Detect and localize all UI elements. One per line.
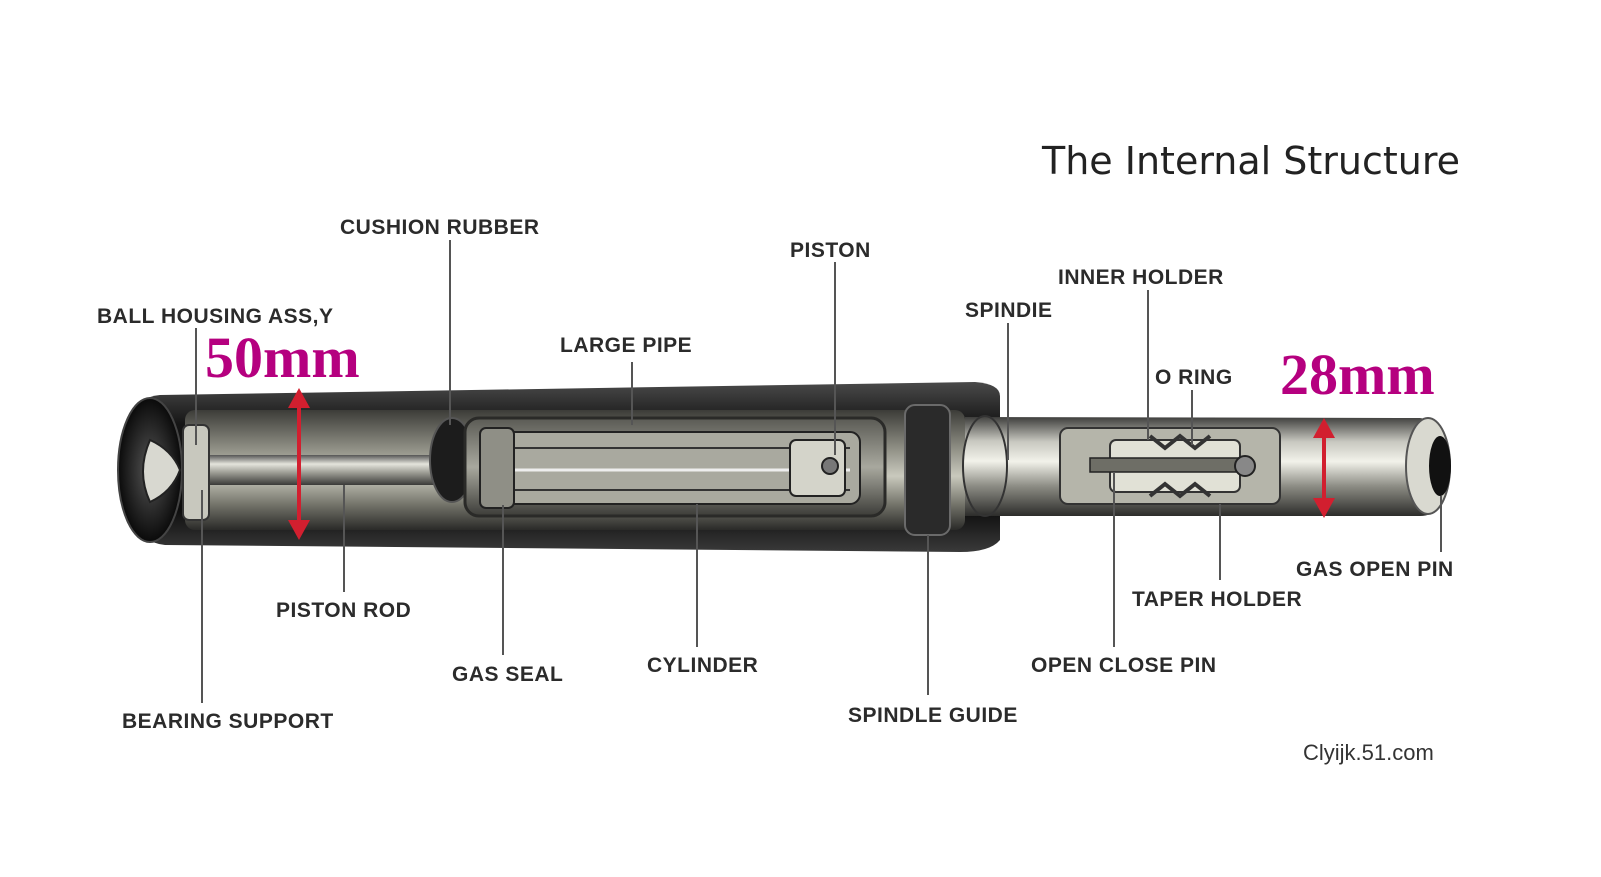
label-gas-seal: GAS SEAL xyxy=(452,663,563,686)
label-taper-holder: TAPER HOLDER xyxy=(1132,588,1302,611)
holder-bolt xyxy=(1234,455,1256,477)
label-large-pipe: LARGE PIPE xyxy=(560,334,692,357)
gas-seal xyxy=(479,427,515,509)
piston-bolt xyxy=(821,457,839,475)
spindle-guide-ring xyxy=(904,404,951,536)
label-spindle-guide: SPINDLE GUIDE xyxy=(848,704,1018,727)
dimension-arrow-small xyxy=(1313,418,1335,518)
label-ball-housing: BALL HOUSING ASS,Y xyxy=(97,305,334,328)
gas-open-pin xyxy=(1429,436,1451,496)
leader-lines xyxy=(195,240,1442,703)
o-ring-lower xyxy=(1148,481,1212,499)
label-open-close-pin: OPEN CLOSE PIN xyxy=(1031,654,1217,677)
o-ring xyxy=(1148,433,1212,451)
dimension-arrow-large xyxy=(288,388,310,540)
label-bearing-support: BEARING SUPPORT xyxy=(122,710,334,733)
cylinder-assembly xyxy=(117,382,1000,552)
label-piston-rod: PISTON ROD xyxy=(276,599,411,622)
diagram-title: The Internal Structure xyxy=(1041,139,1460,183)
spindle-collar xyxy=(962,415,1008,517)
piston-head xyxy=(789,439,846,497)
open-close-pin xyxy=(1089,457,1241,473)
ball-housing xyxy=(142,438,182,504)
label-gas-open-pin: GAS OPEN PIN xyxy=(1296,558,1454,581)
spindle-assembly xyxy=(962,415,1451,517)
label-spindie: SPINDIE xyxy=(965,299,1053,322)
label-cushion-rubber: CUSHION RUBBER xyxy=(340,216,540,239)
label-cylinder: CYLINDER xyxy=(647,654,758,677)
label-piston: PISTON xyxy=(790,239,871,262)
dimension-label-large: 50mm xyxy=(205,325,360,390)
source-credit: Clyijk.51.com xyxy=(1303,740,1434,765)
label-inner-holder: INNER HOLDER xyxy=(1058,266,1224,289)
dimension-label-small: 28mm xyxy=(1280,342,1435,407)
label-o-ring: O RING xyxy=(1155,366,1233,389)
